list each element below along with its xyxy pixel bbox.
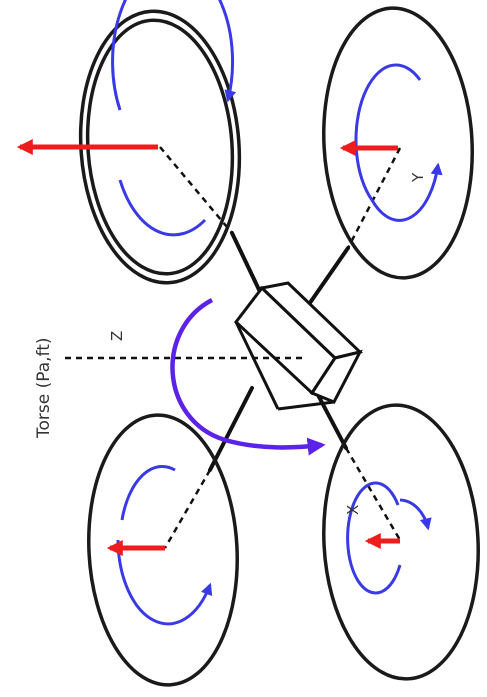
quadcopter-body <box>233 281 364 411</box>
rotation-arrow-top-right <box>354 63 443 222</box>
x-axis-label: X <box>344 505 362 515</box>
rotation-arrow-bottom-right <box>346 481 428 595</box>
arm-dash-top-left <box>159 146 233 234</box>
z-axis-label: Z <box>108 331 126 341</box>
rotor-top-right <box>322 6 474 280</box>
y-axis-label: Y <box>409 172 427 183</box>
rotation-arrow-bottom-left <box>116 464 210 626</box>
rotor-bottom-left <box>87 413 239 687</box>
rotor-bottom-right <box>322 403 480 681</box>
arm-top-left <box>230 231 264 298</box>
arm-dash-bottom-right <box>344 447 402 541</box>
arm-bottom-left <box>208 386 254 472</box>
yaw-arrow <box>170 298 326 456</box>
rotation-arrow-top-left <box>111 0 237 111</box>
arm-dash-top-right <box>346 147 402 249</box>
rotor-top-left <box>78 9 242 285</box>
arm-top-right <box>303 246 350 312</box>
rotation-arrow-top-left-tail <box>118 179 207 237</box>
yaw-caption: Torse (Pa,ft) <box>34 337 54 439</box>
arm-dash-bottom-left <box>163 469 212 549</box>
